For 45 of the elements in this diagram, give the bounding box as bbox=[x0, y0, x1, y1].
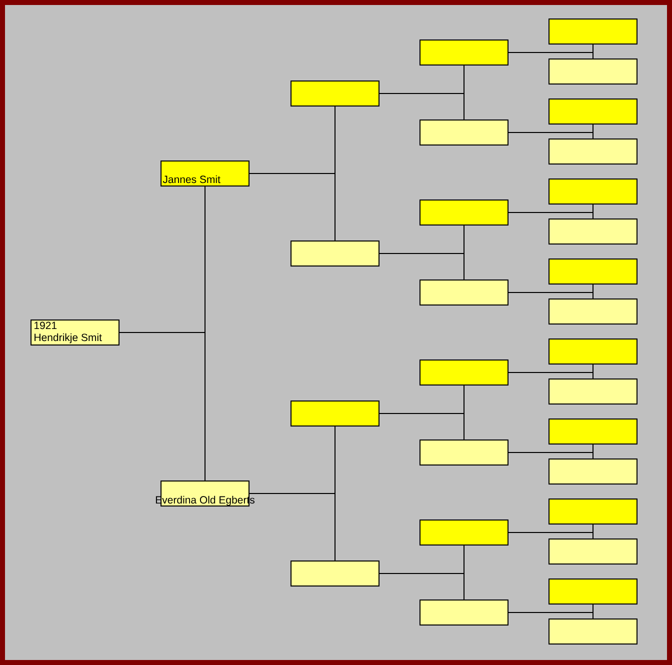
connector-line bbox=[378, 544, 464, 600]
person-box: Jannes Smit bbox=[160, 160, 250, 186]
connector-line bbox=[378, 384, 464, 440]
empty-box bbox=[548, 218, 638, 244]
empty-box bbox=[420, 360, 508, 386]
empty-box bbox=[548, 298, 638, 324]
empty-box bbox=[548, 18, 638, 44]
empty-box bbox=[420, 520, 508, 546]
connector-line bbox=[248, 426, 336, 562]
empty-box bbox=[548, 338, 638, 364]
connector-line bbox=[508, 124, 594, 140]
connector-line bbox=[508, 444, 594, 460]
empty-box bbox=[420, 600, 508, 626]
empty-box bbox=[548, 138, 638, 164]
empty-box bbox=[548, 178, 638, 204]
empty-box bbox=[420, 440, 508, 466]
connector-line bbox=[378, 64, 464, 120]
empty-box bbox=[548, 98, 638, 124]
empty-box bbox=[548, 538, 638, 564]
empty-box bbox=[548, 58, 638, 84]
empty-box bbox=[420, 40, 508, 66]
empty-box bbox=[420, 120, 508, 146]
empty-box bbox=[548, 618, 638, 644]
empty-box bbox=[420, 280, 508, 306]
empty-box bbox=[290, 240, 380, 266]
empty-box bbox=[548, 378, 638, 404]
empty-box bbox=[290, 560, 380, 586]
connector-line bbox=[248, 106, 336, 242]
connector-line bbox=[118, 186, 206, 482]
connector-line bbox=[508, 524, 594, 540]
connector-line bbox=[508, 604, 594, 620]
empty-box bbox=[548, 578, 638, 604]
empty-box bbox=[548, 458, 638, 484]
empty-box bbox=[548, 418, 638, 444]
empty-box bbox=[548, 258, 638, 284]
empty-box bbox=[548, 498, 638, 524]
person-box: 1921 Hendrikje Smit bbox=[30, 320, 120, 346]
connector-line bbox=[378, 224, 464, 280]
connector-line bbox=[508, 204, 594, 220]
connector-line bbox=[508, 284, 594, 300]
connector-line bbox=[508, 364, 594, 380]
connector-line bbox=[508, 44, 594, 60]
empty-box bbox=[290, 400, 380, 426]
empty-box bbox=[420, 200, 508, 226]
empty-box bbox=[290, 80, 380, 106]
